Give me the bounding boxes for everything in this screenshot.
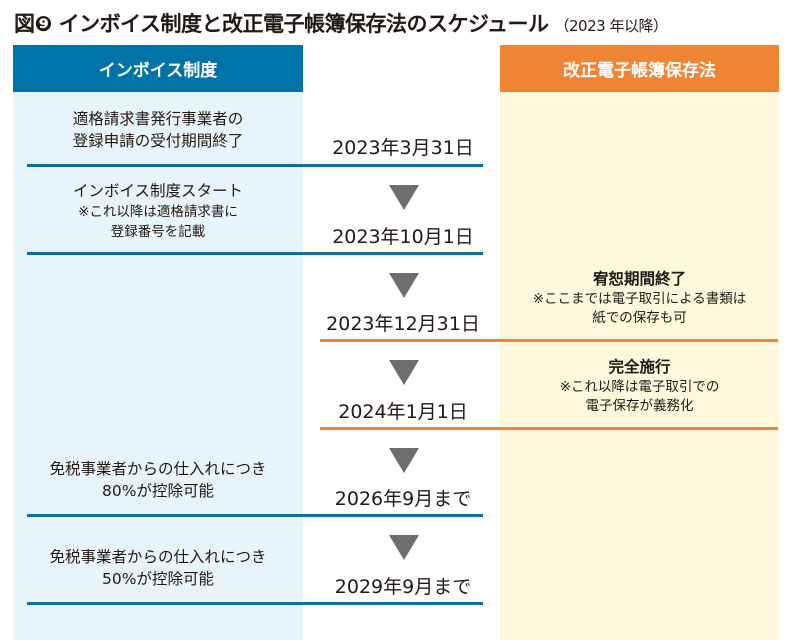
title-sub: （2023 年以降） bbox=[554, 17, 668, 35]
right-event-2: 完全施行 ※これ以降は電子取引での電子保存が義務化 bbox=[500, 356, 779, 416]
right-event-1: 宥恕期間終了 ※ここまでは電子取引による書類は紙での保存も可 bbox=[500, 268, 779, 328]
date-label: 2023年10月1日 bbox=[332, 226, 474, 248]
timeline-divider bbox=[27, 164, 483, 167]
invoice-panel bbox=[13, 92, 303, 640]
timeline-divider bbox=[27, 514, 483, 517]
ebook-law-column-header: 改正電子帳簿保存法 bbox=[500, 45, 779, 92]
down-arrow-icon bbox=[389, 448, 419, 473]
down-arrow-icon bbox=[389, 360, 419, 385]
event-text: インボイス制度スタート bbox=[72, 182, 244, 200]
invoice-column-header: インボイス制度 bbox=[13, 45, 303, 92]
date-label: 2023年12月31日 bbox=[326, 313, 480, 335]
timeline-divider bbox=[27, 252, 483, 255]
left-event-1: 適格請求書発行事業者の登録申請の受付期間終了 bbox=[13, 108, 303, 152]
ebook-law-panel bbox=[500, 92, 779, 640]
event-heading: 完全施行 bbox=[608, 358, 671, 376]
date-label: 2026年9月まで bbox=[334, 488, 472, 510]
event-text: 免税事業者からの仕入れにつき bbox=[49, 548, 267, 566]
left-event-3: 免税事業者からの仕入れにつき 80%が控除可能 bbox=[13, 458, 303, 502]
event-note: 登録番号を記載 bbox=[110, 224, 206, 240]
event-note: ※ここまでは電子取引による書類は bbox=[532, 291, 747, 307]
event-note: 電子保存が義務化 bbox=[585, 398, 694, 414]
figure-title: 図❾ インボイス制度と改正電子帳簿保存法のスケジュール （2023 年以降） bbox=[14, 8, 668, 38]
down-arrow-icon bbox=[389, 535, 419, 560]
timeline-divider bbox=[27, 602, 483, 605]
event-text: 適格請求書発行事業者の bbox=[72, 110, 244, 128]
event-text: 登録申請の受付期間終了 bbox=[72, 132, 244, 150]
down-arrow-icon bbox=[389, 273, 419, 298]
left-event-2: インボイス制度スタート ※これ以降は適格請求書に登録番号を記載 bbox=[13, 180, 303, 242]
event-heading: 宥恕期間終了 bbox=[592, 270, 686, 288]
event-note: ※これ以降は電子取引での bbox=[559, 379, 720, 395]
event-note: ※これ以降は適格請求書に bbox=[78, 204, 238, 220]
timeline-divider bbox=[320, 427, 778, 430]
date-label: 2024年1月1日 bbox=[338, 401, 468, 423]
event-note: 紙での保存も可 bbox=[592, 310, 687, 326]
timeline-divider bbox=[320, 339, 778, 342]
date-label: 2029年9月まで bbox=[334, 576, 472, 598]
title-main: 図❾ インボイス制度と改正電子帳簿保存法のスケジュール bbox=[14, 12, 549, 36]
down-arrow-icon bbox=[389, 185, 419, 210]
date-label: 2023年3月31日 bbox=[332, 137, 474, 159]
event-text: 80%が控除可能 bbox=[102, 482, 214, 500]
left-event-4: 免税事業者からの仕入れにつき 50%が控除可能 bbox=[13, 546, 303, 590]
event-text: 50%が控除可能 bbox=[102, 570, 214, 588]
event-text: 免税事業者からの仕入れにつき bbox=[49, 460, 267, 478]
